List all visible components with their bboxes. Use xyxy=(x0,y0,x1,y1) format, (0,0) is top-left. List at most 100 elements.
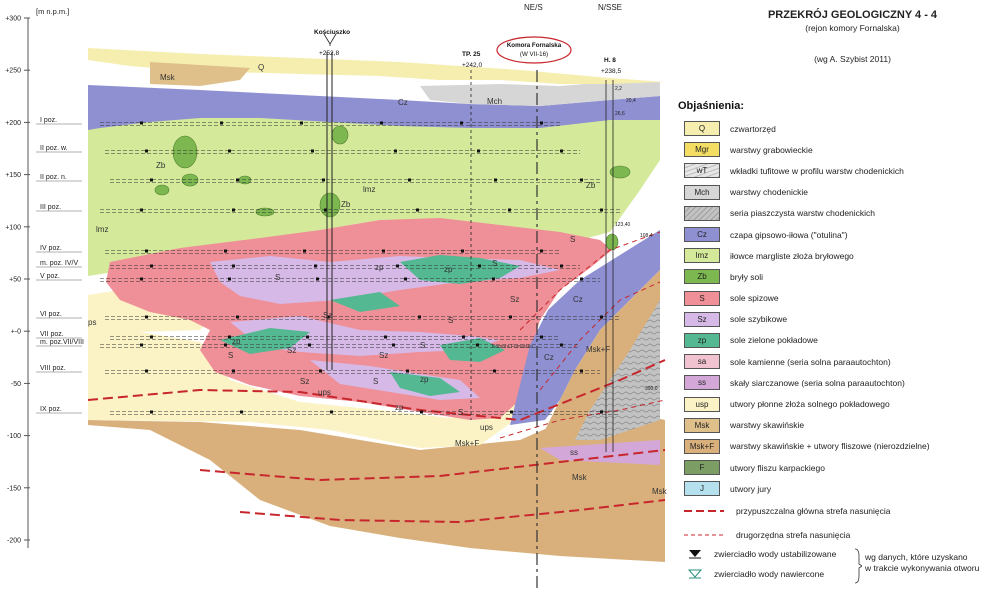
svg-text:S: S xyxy=(570,235,575,244)
svg-text:Sz: Sz xyxy=(379,351,388,360)
svg-text:Msk: Msk xyxy=(572,473,588,482)
legend-swatch: zp xyxy=(684,332,720,348)
level-marker xyxy=(478,264,481,268)
legend-label: utwory jury xyxy=(730,483,772,494)
borehole-values: 2,2 20,4 26,6 123,40 108,4 390,0 xyxy=(615,86,658,392)
legend-label: utwory płonne złoża solnego pokładowego xyxy=(730,399,890,410)
layer-sz-band-2 xyxy=(230,316,500,356)
level-marker xyxy=(228,149,231,153)
legend-label: sole zielone pokładowe xyxy=(730,335,818,346)
legend-swatch: J xyxy=(684,481,720,497)
level-marker xyxy=(540,335,543,339)
level-marker xyxy=(150,264,153,268)
level-marker xyxy=(540,121,543,125)
secondary-thrust-line xyxy=(539,281,661,391)
svg-text:Sz: Sz xyxy=(300,377,309,386)
legend-item: lmz iłowce margliste złoża bryłowego xyxy=(676,245,981,266)
legend-swatch: lmz xyxy=(684,248,720,264)
level-marker xyxy=(600,315,603,319)
svg-text:2,2: 2,2 xyxy=(615,86,622,92)
level-marker xyxy=(150,178,153,182)
level-marker xyxy=(540,249,543,253)
axis-tick-label: +-0 xyxy=(11,329,21,336)
main-thrust-line xyxy=(199,449,666,482)
layer-usp-lower xyxy=(88,330,520,448)
level-marker xyxy=(236,178,239,182)
level-marker xyxy=(462,335,465,339)
level-marker xyxy=(492,277,495,281)
svg-text:S: S xyxy=(228,351,233,360)
layer-ss xyxy=(540,440,660,465)
level-marker xyxy=(308,343,311,347)
level-marker xyxy=(319,369,322,373)
salt-lump xyxy=(255,207,275,217)
author: (wg A. Szybist 2011) xyxy=(814,54,891,64)
legend-water-stable: zwierciadło wody ustabilizowane xyxy=(676,546,836,562)
level-label: m. poz. IV/V xyxy=(40,260,78,267)
level-marker xyxy=(224,249,227,253)
level-marker xyxy=(220,121,223,125)
level-marker xyxy=(145,249,148,253)
svg-text:Mch: Mch xyxy=(487,97,502,106)
level-label: IX poz. xyxy=(40,406,62,413)
svg-text:zp: zp xyxy=(375,263,384,272)
svg-text:zp: zp xyxy=(420,375,429,384)
axis-tick-label: +50 xyxy=(9,277,21,284)
legend-label: wkładki tufitowe w profilu warstw choden… xyxy=(730,165,904,176)
legend-swatch: usp xyxy=(684,396,720,412)
layer-q xyxy=(88,48,665,84)
level-marker xyxy=(140,343,143,347)
level-marker xyxy=(580,178,583,182)
legend-label: iłowce margliste złoża bryłowego xyxy=(730,250,854,261)
level-marker xyxy=(600,410,603,414)
level-marker xyxy=(384,335,387,339)
level-marker xyxy=(580,277,583,281)
chamber-inner-label: Komora Fornalska xyxy=(492,344,533,350)
level-marker xyxy=(476,343,479,347)
level-marker xyxy=(477,149,480,153)
level-marker xyxy=(316,277,319,281)
level-marker xyxy=(224,343,227,347)
level-marker xyxy=(560,264,563,268)
level-marker xyxy=(510,410,513,414)
layer-zp-5 xyxy=(330,292,400,312)
svg-text:Msk+F: Msk+F xyxy=(455,439,479,448)
layer-zp-4 xyxy=(390,372,460,396)
salt-lump xyxy=(181,173,199,187)
svg-text:lmz: lmz xyxy=(96,225,108,234)
svg-text:S: S xyxy=(275,273,280,282)
legend-label: skały siarczanowe (seria solna paraautoc… xyxy=(730,377,905,388)
layer-mch xyxy=(420,82,660,106)
level-marker xyxy=(327,315,330,319)
svg-text:Q: Q xyxy=(258,63,264,72)
level-marker xyxy=(600,208,603,212)
legend-label: utwory fliszu karpackiego xyxy=(730,462,825,473)
svg-text:Sz: Sz xyxy=(323,311,332,320)
level-label: II poz. w. xyxy=(40,145,68,152)
level-marker xyxy=(240,410,243,414)
svg-text:Msk: Msk xyxy=(160,73,176,82)
legend-swatch: Cz xyxy=(684,227,720,243)
chamber-code: (W VII-16) xyxy=(520,51,548,58)
svg-text:ups: ups xyxy=(480,423,493,432)
svg-text:Cz: Cz xyxy=(573,295,583,304)
layer-zp-1 xyxy=(400,255,520,284)
svg-text:Zb: Zb xyxy=(156,161,166,170)
level-marker xyxy=(300,121,303,125)
boreholes: Kościuszko +252,8 TP. 25 +242,0 H. 8 +23… xyxy=(314,29,621,588)
layer-lmz xyxy=(88,112,660,276)
level-marker xyxy=(508,208,511,212)
legend-label: warstwy skawińskie xyxy=(730,420,805,431)
level-marker xyxy=(311,149,314,153)
direction-n-sse: N/SSE xyxy=(598,3,622,12)
layer-cz-right xyxy=(510,230,660,425)
borehole-elev-tp25: +242,0 xyxy=(462,62,482,69)
